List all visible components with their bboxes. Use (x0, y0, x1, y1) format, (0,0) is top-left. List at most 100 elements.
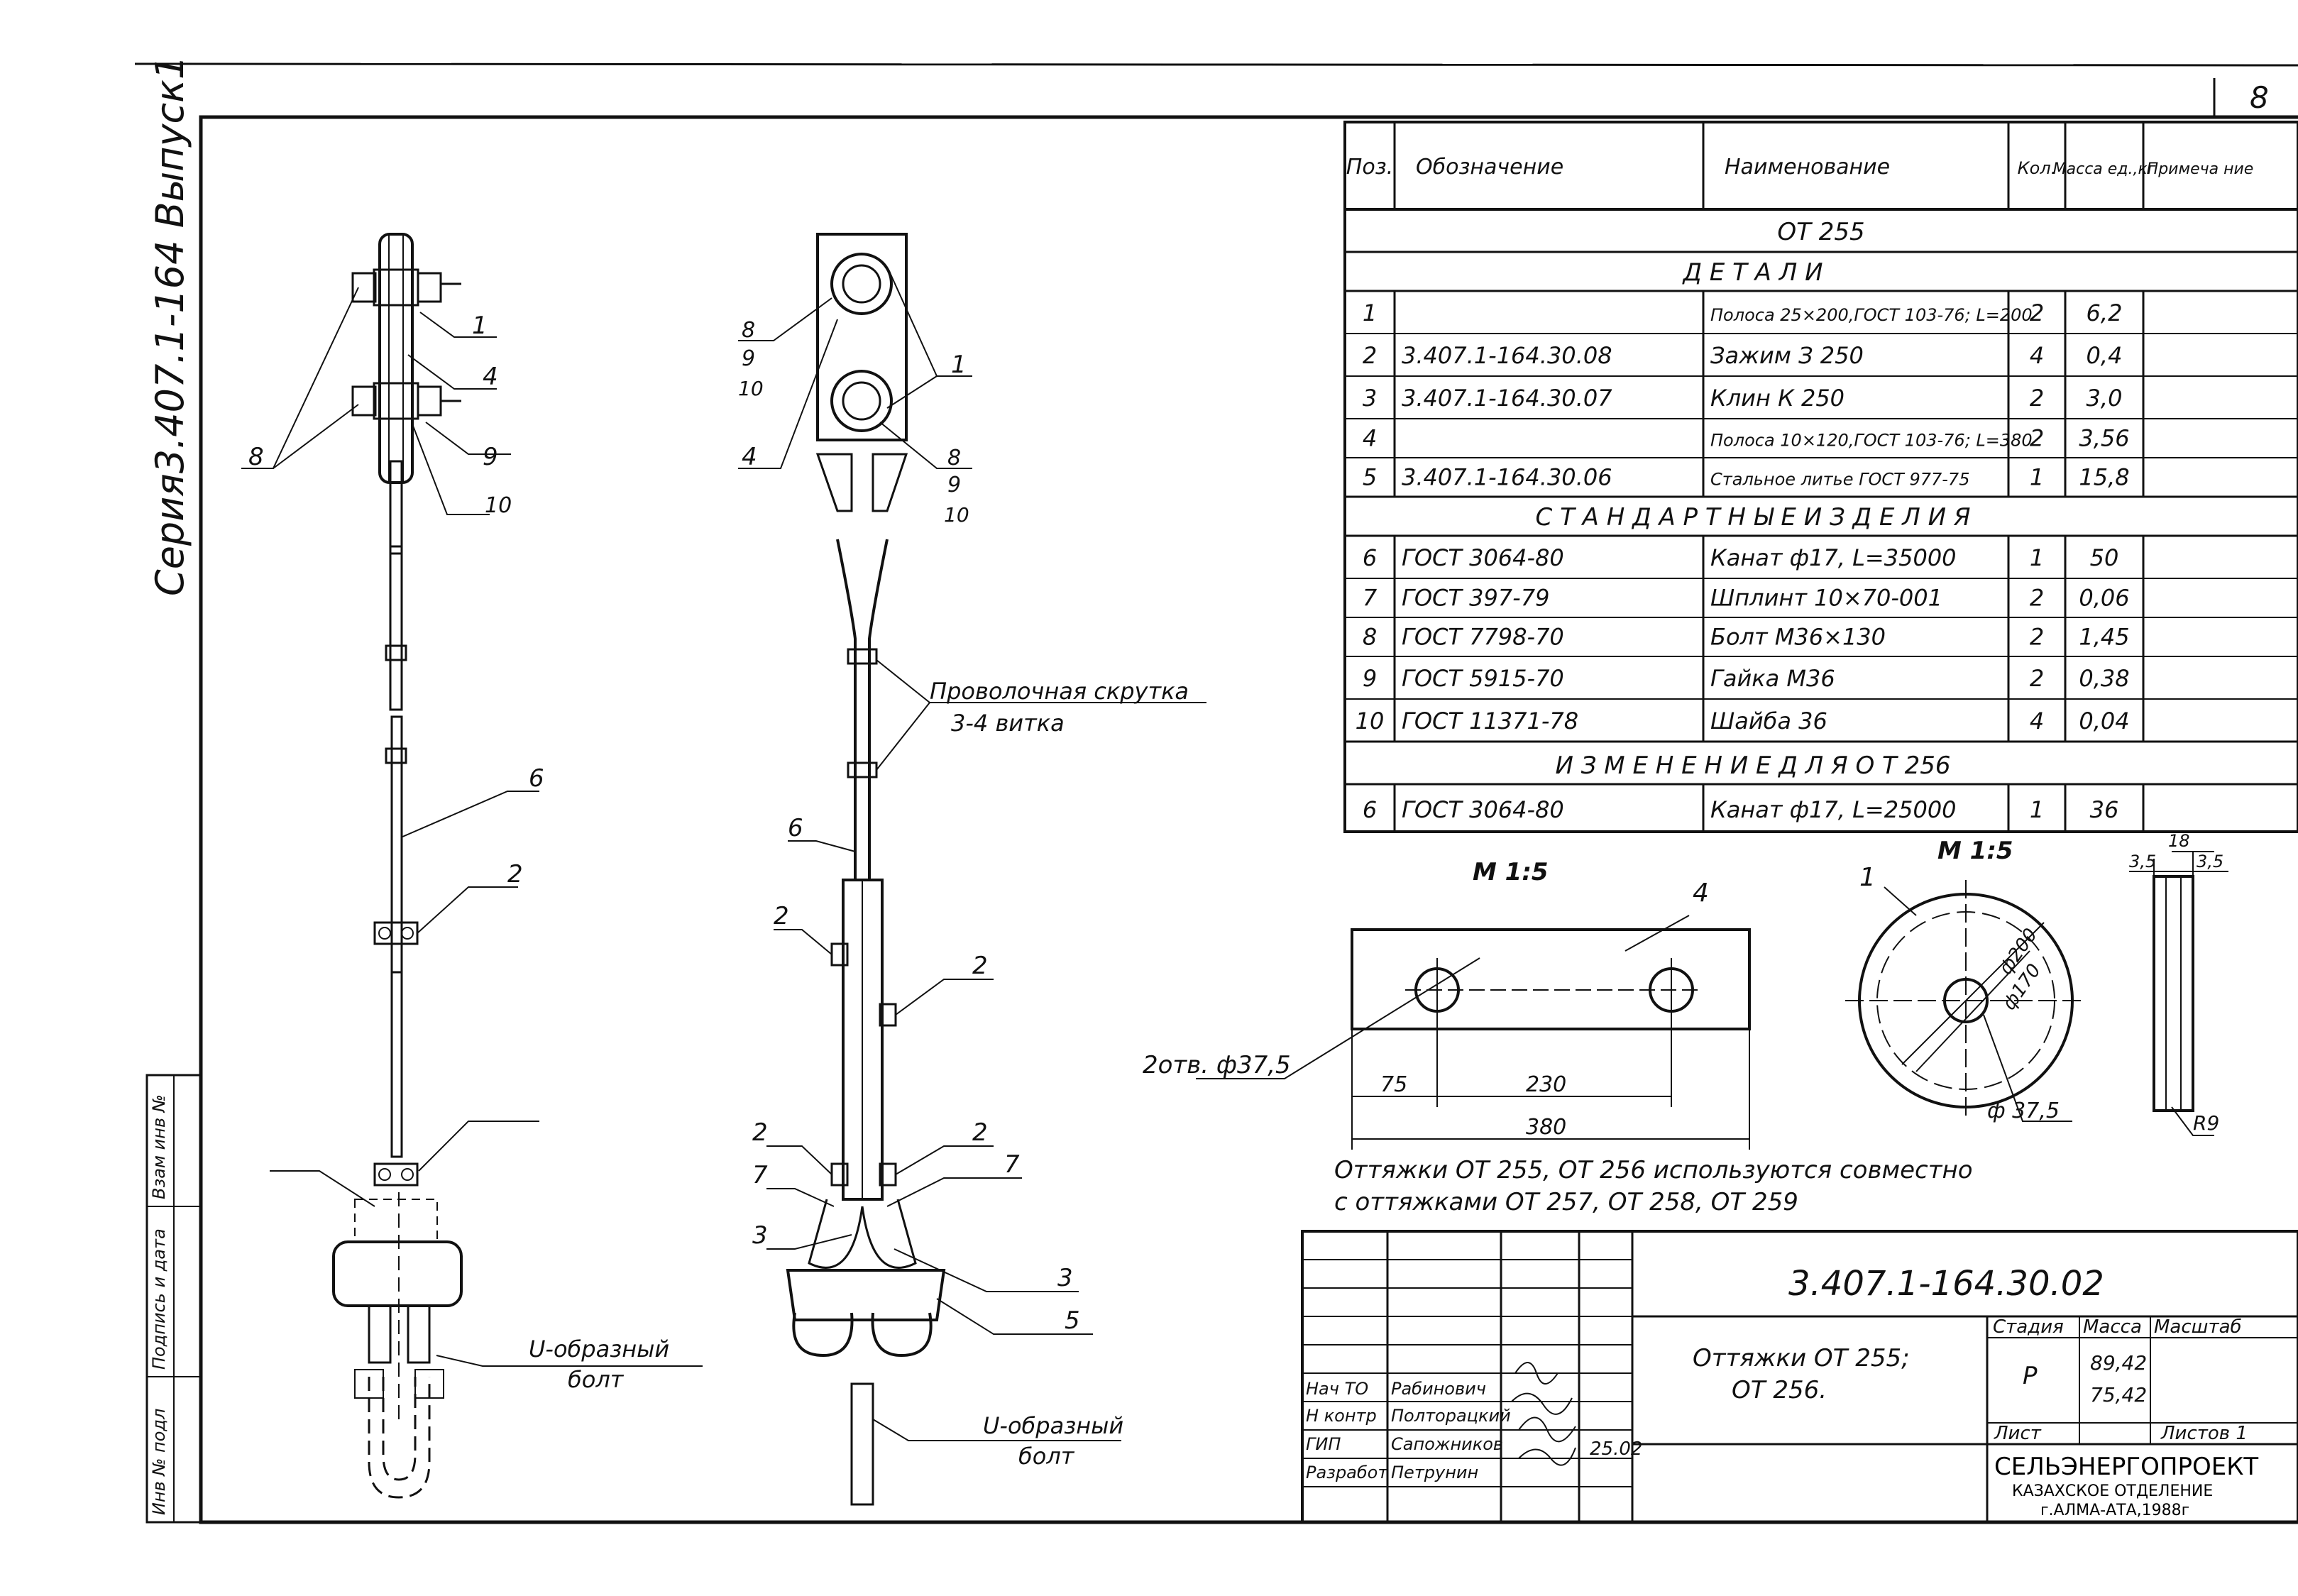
spec-cell-mass: 36 (2090, 796, 2119, 823)
doc-number: 3.407.1-164.30.02 (1788, 1264, 2104, 1304)
spec-cell-designation: ГОСТ 7798-70 (1402, 624, 1564, 651)
sheets-label: Листов 1 (2160, 1423, 2248, 1444)
role-3: ГИП (1306, 1434, 1341, 1454)
spec-cell-name: Клин К 250 (1710, 385, 1845, 412)
callout-c-1: 1 (951, 351, 967, 379)
spec-cell-name: Полоса 10×120,ГОСТ 103-76; L=380 (1710, 431, 2033, 451)
frame-border (199, 115, 2298, 1524)
spec-cell-pos: 1 (1363, 299, 1377, 326)
callout-left-2: 2 (507, 860, 523, 888)
spec-cell-designation: ГОСТ 3064-80 (1402, 544, 1564, 571)
org-sub: КАЗАХСКОЕ ОТДЕЛЕНИЕ (2012, 1482, 2213, 1500)
note-line-2: с оттяжками ОТ 257, ОТ 258, ОТ 259 (1334, 1188, 1798, 1216)
spec-header-1: Обозначение (1416, 155, 1563, 180)
side-stamp: Инв № подл Подпись и дата Взам инв № (145, 1074, 202, 1524)
callout-c-8b: 8 (947, 446, 961, 470)
spec-cell-qty: 1 (2030, 796, 2044, 823)
detail4-scale: М 1:5 (1473, 858, 1549, 886)
stage-header: Стадия (1993, 1316, 2064, 1338)
callout-c-9a: 9 (742, 346, 755, 371)
callout-left-6: 6 (529, 764, 544, 793)
detail4-pos: 4 (1693, 879, 1709, 908)
callout-c-2c: 2 (752, 1118, 768, 1147)
callout-c-8a: 8 (742, 318, 755, 343)
callout-left-9: 9 (483, 443, 498, 471)
spec-cell-designation: ГОСТ 397-79 (1402, 585, 1549, 612)
role-2: Н контр (1306, 1406, 1377, 1426)
spec-cell-mass: 0,38 (2079, 665, 2129, 692)
callout-left-1: 1 (472, 312, 488, 340)
spec-cell-name: Болт М36×130 (1710, 624, 1886, 651)
spec-cell-pos: 10 (1356, 708, 1385, 734)
spec-cell-pos: 5 (1363, 464, 1377, 491)
spec-cell-designation: ГОСТ 3064-80 (1402, 796, 1564, 823)
spec-cell-designation: ГОСТ 11371-78 (1402, 708, 1578, 734)
spec-cell-qty: 2 (2030, 624, 2044, 651)
spec-cell-name: Полоса 25×200,ГОСТ 103-76; L=200 (1710, 305, 2033, 325)
mass-1: 89,42 (2090, 1351, 2147, 1375)
note-line-1: Оттяжки ОТ 255, ОТ 256 используются совм… (1334, 1156, 1973, 1184)
detail4-dim-380: 380 (1526, 1115, 1566, 1140)
spec-cell-name: Шплинт 10×70-001 (1710, 585, 1942, 612)
spec-cell-name: Стальное литье ГОСТ 977-75 (1710, 470, 1969, 490)
u-bolt-center-l2: болт (1018, 1443, 1075, 1470)
person-3: Сапожников (1391, 1434, 1503, 1454)
sheet-label: Лист (1994, 1423, 2042, 1444)
spec-cell-mass: 0,06 (2079, 585, 2129, 612)
spec-header-2: Наименование (1725, 155, 1890, 180)
detail1-scale: М 1:5 (1937, 837, 2013, 865)
spec-cell-designation: 3.407.1-164.30.07 (1402, 385, 1612, 412)
twist-label-l2: 3-4 витка (951, 710, 1065, 737)
spec-header-5: Примеча ние (2147, 160, 2254, 178)
mass-2: 75,42 (2090, 1383, 2147, 1407)
spec-cell-pos: 6 (1363, 796, 1377, 823)
callout-c-10b: 10 (944, 503, 969, 527)
title-block-grid (1301, 1230, 2298, 1524)
spec-cell-mass: 50 (2090, 544, 2119, 571)
person-1: Рабинович (1391, 1379, 1486, 1399)
spec-cell-qty: 2 (2030, 385, 2044, 412)
callout-c-5: 5 (1065, 1306, 1080, 1335)
detail4-dim-75: 75 (1380, 1072, 1407, 1097)
spec-cell-pos: 9 (1363, 665, 1377, 692)
spec-cell-designation: 3.407.1-164.30.06 (1402, 464, 1612, 491)
u-bolt-left-l1: U-образный (529, 1336, 669, 1363)
spec-header-3: Кол. (2018, 158, 2057, 178)
callout-left-4: 4 (483, 363, 498, 391)
spec-cell-name: Зажим З 250 (1710, 342, 1864, 369)
detail1-r9: R9 (2193, 1111, 2219, 1135)
callout-c-6: 6 (788, 814, 803, 842)
spec-cell-mass: 0,04 (2079, 708, 2129, 734)
detail-4-view (1196, 915, 1751, 1150)
callout-c-9b: 9 (947, 473, 961, 497)
spec-cell-mass: 15,8 (2079, 464, 2129, 491)
spec-cell-mass: 0,4 (2087, 342, 2123, 369)
spec-cell-qty: 2 (2030, 299, 2044, 326)
doc-name-l1: Оттяжки ОТ 255; (1693, 1344, 1910, 1372)
left-assembly-view (241, 233, 703, 1499)
spec-cell-pos: 8 (1363, 624, 1377, 651)
stamp-sign: Подпись и дата (149, 1228, 169, 1370)
spec-cell-pos: 6 (1363, 544, 1377, 571)
series-label: Серия3.407.1-164 Выпуск1 (148, 55, 192, 596)
detail4-holes: 2отв. ф37,5 (1143, 1051, 1291, 1079)
spec-cell-qty: 4 (2030, 342, 2044, 369)
callout-left-8: 8 (248, 443, 264, 471)
twist-label-l1: Проволочная скрутка (930, 678, 1189, 705)
u-bolt-left-l2: болт (568, 1366, 625, 1393)
spec-cell-qty: 4 (2030, 708, 2044, 734)
spec-cell-mass: 6,2 (2087, 299, 2123, 326)
sign-date: 25.02 (1590, 1438, 1642, 1460)
mass-header: Масса (2083, 1316, 2142, 1338)
callout-c-4: 4 (742, 443, 757, 471)
spec-cell-mass: 3,56 (2079, 425, 2129, 452)
spec-cell-mass: 3,0 (2087, 385, 2123, 412)
spec-cell-name: Шайба 36 (1710, 708, 1827, 734)
detail-1-view (1845, 851, 2228, 1136)
center-assembly-view (738, 233, 1206, 1506)
doc-name-l2: ОТ 256. (1732, 1376, 1827, 1404)
spec-cell-name: Канат ф17, L=25000 (1710, 796, 1957, 823)
spec-title: ОТ 255 (1777, 218, 1864, 246)
